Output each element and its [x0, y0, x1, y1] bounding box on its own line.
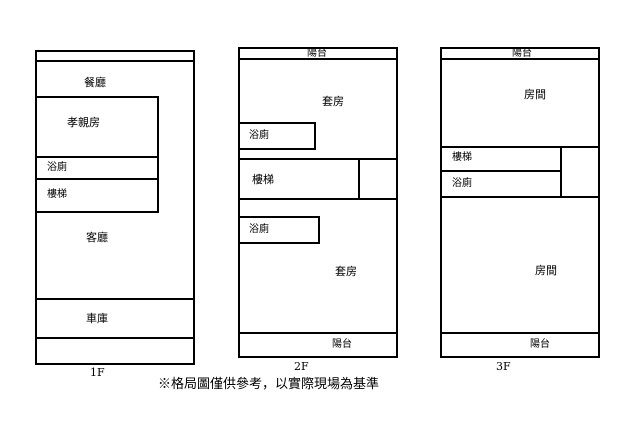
room-label-1f-stairs: 樓梯: [47, 189, 67, 200]
floor-label-3f: 3F: [496, 360, 511, 373]
room-label-3f-bathroom: 浴廁: [452, 178, 472, 189]
room-label-1f-dining: 餐廳: [84, 76, 106, 89]
disclaimer-note: ※格局圖僅供參考，以實際現場為基準: [158, 377, 380, 392]
wall-line-2f-balcony-top: [238, 58, 398, 60]
room-label-1f-garage: 車庫: [86, 312, 108, 325]
room-label-3f-room-lower: 房間: [535, 264, 557, 277]
wall-line-1f-dining-top: [35, 60, 195, 62]
wall-line-1f-garage-bottom: [35, 337, 195, 339]
room-label-2f-suite-upper: 套房: [322, 95, 344, 108]
floor-label-2f: 2F: [294, 360, 309, 373]
room-label-1f-parents-room: 孝親房: [67, 116, 100, 129]
wall-line-3f-balcony-bottom: [440, 332, 600, 334]
wall-line-3f-mid-vertical-divider: [560, 146, 562, 198]
room-wall-2f-stairs-band: [238, 158, 398, 200]
wall-line-2f-stairs-divider: [358, 158, 360, 200]
room-label-1f-living-room: 客廳: [86, 231, 108, 244]
room-label-2f-stairs: 樓梯: [252, 173, 274, 186]
wall-line-3f-balcony-top: [440, 58, 600, 60]
wall-line-2f-balcony-bottom: [238, 332, 398, 334]
room-wall-2f-bathroom-lower: [238, 216, 320, 244]
room-wall-1f-stairs: [35, 178, 159, 213]
room-label-1f-bathroom: 浴廁: [47, 162, 67, 173]
room-label-2f-balcony-bottom: 陽台: [332, 339, 352, 350]
wall-line-3f-stairs-bath-divider: [440, 170, 562, 172]
floor-label-1f: 1F: [90, 366, 105, 379]
room-label-2f-balcony-top: 陽台: [307, 48, 327, 59]
outer-wall-2f: [238, 47, 398, 358]
outer-wall-3f: [440, 47, 600, 358]
room-label-3f-balcony-top: 陽台: [512, 48, 532, 59]
room-wall-3f-mid-band: [440, 146, 600, 198]
room-label-3f-stairs: 樓梯: [452, 152, 472, 163]
room-wall-2f-bathroom-upper: [238, 122, 316, 150]
room-label-2f-bathroom-lower: 浴廁: [249, 224, 269, 235]
room-label-2f-bathroom-upper: 浴廁: [249, 130, 269, 141]
wall-line-1f-garage-top: [35, 298, 195, 300]
room-label-2f-suite-lower: 套房: [335, 265, 357, 278]
room-label-3f-balcony-bottom: 陽台: [530, 339, 550, 350]
room-label-3f-room-upper: 房間: [524, 88, 546, 101]
